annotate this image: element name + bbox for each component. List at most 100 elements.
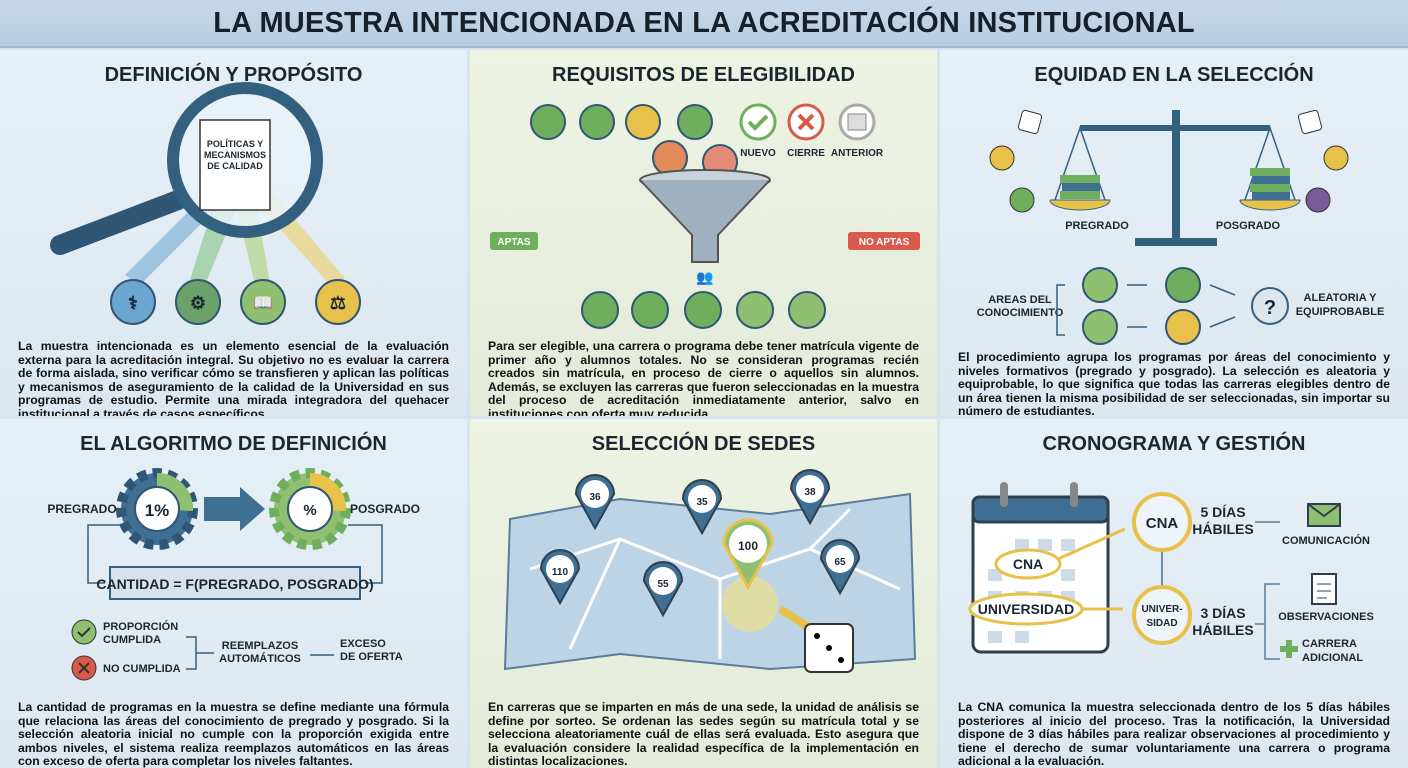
doc-line: POLÍTICAS Y xyxy=(207,139,263,149)
dice-icon xyxy=(1017,109,1323,135)
header-banner: LA MUESTRA INTENCIONADA EN LA ACREDITACI… xyxy=(0,0,1408,48)
panel-description: Para ser elegible, una carrera o program… xyxy=(488,339,919,416)
days-label: 5 DÍAS xyxy=(1200,504,1245,520)
gear-icon xyxy=(269,468,351,550)
person-icon xyxy=(1165,267,1201,303)
location-pin[interactable]: 55 xyxy=(642,561,684,618)
map-illustration: 65 100 55 110 38 35 36 xyxy=(503,469,917,673)
pin-label: 65 xyxy=(834,557,846,568)
areas-label: CONOCIMIENTO xyxy=(977,307,1064,319)
criterion-label: CIERRE xyxy=(787,148,825,159)
calendar-icon xyxy=(838,103,876,141)
areas-label: AREAS DEL xyxy=(988,294,1052,306)
person-icon xyxy=(1165,309,1201,345)
location-pin[interactable]: 36 xyxy=(574,474,616,531)
close-icon xyxy=(71,655,97,681)
no-cumplida-label: NO CUMPLIDA xyxy=(103,663,181,675)
carrera-label: CARRERA xyxy=(1302,638,1357,650)
exceso-label: DE OFERTA xyxy=(340,651,403,663)
arrow-icon xyxy=(1127,284,1147,328)
balance-scale-icon xyxy=(1049,110,1301,246)
caduceus-icon: ⚕ xyxy=(110,279,156,325)
pregrado-label: PREGRADO xyxy=(47,502,116,516)
check-icon xyxy=(71,619,97,645)
arrow-icon xyxy=(1209,284,1236,328)
lottery-balls xyxy=(989,145,1349,213)
panel-title: REQUISITOS DE ELEGIBILIDAD xyxy=(552,64,855,86)
arrow-icon xyxy=(204,487,265,531)
panel-description: La muestra intencionada es un elemento e… xyxy=(18,339,449,416)
days-label: 3 DÍAS xyxy=(1200,605,1245,621)
panel-description: La cantidad de programas en la muestra s… xyxy=(18,700,449,768)
location-pin[interactable]: 38 xyxy=(789,469,831,526)
panel-description: El procedimiento agrupa los programas po… xyxy=(958,350,1390,416)
pin-label: 100 xyxy=(738,539,758,553)
criterion-label: ANTERIOR xyxy=(831,148,884,159)
svg-text:⚙: ⚙ xyxy=(190,293,206,313)
comunicacion-label: COMUNICACIÓN xyxy=(1282,534,1370,547)
days-label: HÁBILES xyxy=(1192,622,1253,638)
funnel-illustration: NUEVO CIERRE ANTERIOR 👥 APTAS NO APTAS xyxy=(490,103,920,329)
document-icon xyxy=(199,119,271,211)
cna-node-label: CNA xyxy=(1146,515,1179,532)
program-icons xyxy=(530,104,738,180)
book-icon: 📖 xyxy=(240,279,286,325)
svg-text:📖: 📖 xyxy=(253,295,273,312)
panel-description: La CNA comunica la muestra seleccionada … xyxy=(958,700,1390,768)
pin-label: 35 xyxy=(696,497,708,508)
people-icon: 👥 xyxy=(696,269,713,286)
algorithm-diagram: 1% % PREGRADO POSGRADO CANTIDAD = F(PREG… xyxy=(47,468,420,681)
svg-text:⚕: ⚕ xyxy=(128,293,138,313)
dice-icon xyxy=(804,623,854,673)
scale-illustration: PREGRADO POSGRADO AREAS DEL CONOCIMIENTO… xyxy=(977,109,1384,345)
panel-equidad: EQUIDAD EN LA SELECCIÓN PREGRADO POSGRAD… xyxy=(940,50,1408,416)
scale-icon: ⚖ xyxy=(315,279,361,325)
observaciones-label: OBSERVACIONES xyxy=(1278,611,1374,623)
gear-icon: ⚙ xyxy=(175,279,221,325)
calendar-universidad-label: UNIVERSIDAD xyxy=(978,601,1074,617)
no-aptas-badge xyxy=(848,232,920,250)
page-title: LA MUESTRA INTENCIONADA EN LA ACREDITACI… xyxy=(213,6,1195,39)
location-pin[interactable]: 35 xyxy=(681,479,723,536)
pin-label: 55 xyxy=(657,579,669,590)
gear-value: % xyxy=(303,502,316,519)
result-label: ALEATORIA Y xyxy=(1304,292,1378,304)
question-icon xyxy=(1251,287,1289,325)
close-icon xyxy=(787,103,825,141)
formula: CANTIDAD = F(PREGRADO, POSGRADO) xyxy=(96,576,373,592)
plus-icon xyxy=(1280,640,1298,658)
pregrado-label: PREGRADO xyxy=(1065,220,1129,232)
panel-description: En carreras que se imparten en más de un… xyxy=(488,700,919,768)
gear-icon xyxy=(116,468,198,550)
magnifier-handle xyxy=(50,190,188,255)
aptas-badge xyxy=(490,232,538,250)
eligible-program-icons xyxy=(581,291,826,329)
panel-title: SELECCIÓN DE SEDES xyxy=(591,433,816,455)
pin-label: 36 xyxy=(589,492,601,503)
cna-highlight xyxy=(994,548,1062,580)
location-pin[interactable]: 65 xyxy=(819,539,861,596)
magnifier-illustration: POLÍTICAS Y MECANISMOS DE CALIDAD ⚕ ⚙ 📖 … xyxy=(50,82,361,325)
exceso-label: EXCESO xyxy=(340,638,386,650)
cumplida-label: CUMPLIDA xyxy=(103,634,161,646)
timeline-diagram: CNA UNIVERSIDAD CNA UNIVER- SIDAD 5 DÍAS… xyxy=(968,482,1374,664)
formula-box xyxy=(109,566,361,600)
panel-title: EL ALGORITMO DE DEFINICIÓN xyxy=(80,433,387,455)
doc-line: DE CALIDAD xyxy=(207,161,263,171)
graduate-icon xyxy=(1082,309,1118,345)
posgrado-label: POSGRADO xyxy=(1216,220,1281,232)
location-pin[interactable]: 100 xyxy=(722,518,774,591)
carrera-label: ADICIONAL xyxy=(1302,652,1363,664)
panel-requisitos: REQUISITOS DE ELEGIBILIDAD NUEVO CIERRE … xyxy=(470,50,937,416)
question-mark: ? xyxy=(1264,297,1276,319)
criterion-label: NUEVO xyxy=(740,148,776,159)
panel-title: CRONOGRAMA Y GESTIÓN xyxy=(1042,433,1306,455)
universidad-node xyxy=(1132,585,1192,645)
aptas-label: APTAS xyxy=(497,237,530,248)
doc-line: MECANISMOS xyxy=(204,150,266,160)
universidad-highlight xyxy=(968,592,1084,626)
posgrado-label: POSGRADO xyxy=(350,502,420,516)
panel-algoritmo: EL ALGORITMO DE DEFINICIÓN 1% % PREGRADO… xyxy=(0,419,467,768)
check-icon xyxy=(739,103,777,141)
location-pin[interactable]: 110 xyxy=(539,549,581,606)
